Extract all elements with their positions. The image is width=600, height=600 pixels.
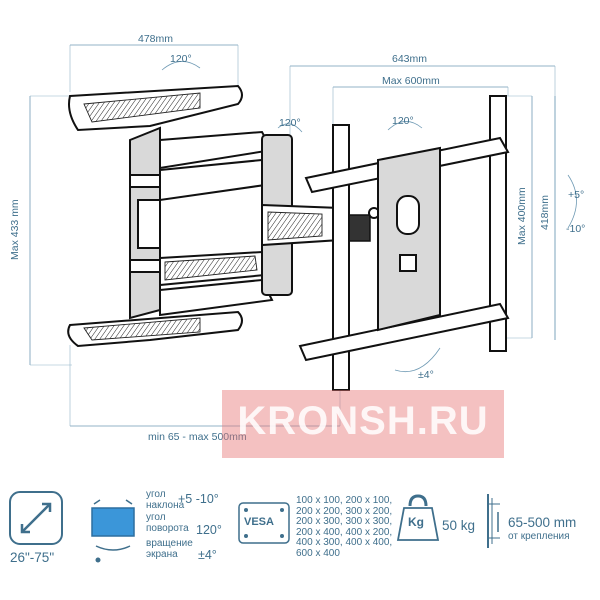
- dim-rotation: ±4°: [418, 369, 434, 381]
- wall-plate: [67, 84, 243, 348]
- screen-size: 26"-75": [10, 550, 55, 565]
- vesa-icon: [238, 502, 290, 544]
- dim-extension: min 65 - max 500mm: [148, 431, 247, 443]
- vesa-frame: [298, 95, 510, 391]
- dim-height-left: Max 433 mm: [9, 199, 21, 260]
- spec-strip: 26"-75" угол наклона +5 -10° угол поворо…: [0, 478, 600, 600]
- tilt-value: +5 -10°: [178, 492, 219, 506]
- vesa-badge: VESA: [244, 516, 274, 528]
- rotate-value: ±4°: [198, 548, 217, 562]
- dim-tilt-down: -10°: [566, 223, 585, 235]
- weight-badge: Kg: [408, 515, 424, 529]
- diagonal-arrow-icon: [9, 491, 63, 545]
- weight-value: 50 kg: [442, 518, 476, 533]
- dimension-lines: [29, 44, 577, 427]
- vesa-line: 400 x 300, 400 x 400,: [296, 537, 393, 548]
- vesa-line: 200 x 300, 300 x 300,: [296, 516, 393, 527]
- kettlebell-icon: [396, 494, 440, 541]
- distance-label: от крепления: [508, 531, 570, 542]
- screen-tilt-icon: [91, 499, 135, 563]
- rotate-label: вращение экрана: [146, 538, 193, 560]
- dim-swivel-top: 120°: [170, 53, 192, 65]
- swivel-value: 120°: [196, 523, 222, 537]
- wall-distance-icon: [487, 494, 500, 548]
- dim-swivel-arm: 120°: [279, 117, 301, 129]
- dim-max-600: Max 600mm: [382, 75, 440, 87]
- dim-418: 418mm: [539, 195, 551, 230]
- dim-swivel-plate: 120°: [392, 115, 414, 127]
- vesa-line: 100 x 100, 200 x 100,: [296, 495, 393, 506]
- vesa-line: 600 x 400: [296, 547, 340, 559]
- tilt-label: угол наклона: [146, 489, 185, 511]
- angle-indicators: [161, 61, 441, 373]
- dim-total-width: 643mm: [392, 53, 427, 65]
- vesa-line: 200 x 400, 400 x 200,: [296, 526, 393, 538]
- dim-width-top: 478mm: [138, 33, 173, 45]
- watermark: KRONSH.RU: [222, 390, 504, 458]
- vesa-line: 200 x 200, 300 x 200,: [296, 505, 393, 517]
- dim-tilt-up: +5°: [568, 189, 584, 201]
- vesa-list: 100 x 100, 200 x 100, 200 x 200, 300 x 2…: [296, 495, 393, 559]
- watermark-text: KRONSH.RU: [237, 399, 489, 443]
- dim-max-400: Max 400mm: [516, 187, 528, 245]
- swing-arms: [159, 130, 380, 317]
- distance-value: 65-500 mm: [508, 515, 577, 530]
- swivel-label: угол поворота: [146, 512, 189, 534]
